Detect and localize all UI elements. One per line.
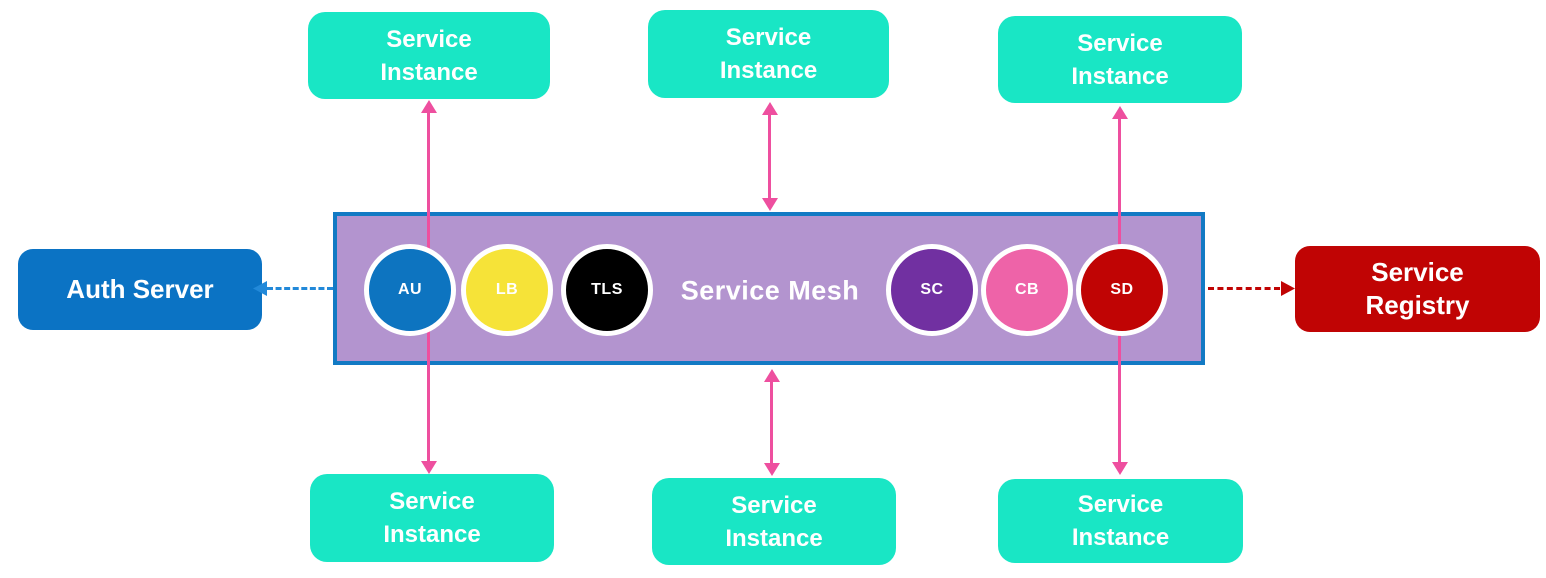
service-instance-label: Service Instance <box>719 24 818 84</box>
sidecar-label-sd: SD <box>1110 281 1134 298</box>
service-instance-bottom-2: Service Instance <box>652 478 896 565</box>
sidecar-label-cb: CB <box>1014 281 1040 298</box>
service-registry-box: Service Registry <box>1295 246 1540 332</box>
service-instance-bottom-1: Service Instance <box>310 474 554 562</box>
arrowhead-down-left <box>421 461 437 474</box>
auth-dashed-line <box>267 287 333 290</box>
auth-server-label: Auth Server <box>66 274 214 304</box>
service-instance-label: Service Instance <box>725 491 823 552</box>
arrowhead-down-middle-top <box>762 198 778 211</box>
connector-middle-bottom-vertical <box>770 380 773 465</box>
registry-dashed-line <box>1208 287 1280 290</box>
service-instance-label: Service Instance <box>383 488 481 548</box>
arrowhead-down-middle-bottom <box>764 463 780 476</box>
auth-server-box: Auth Server <box>18 249 262 330</box>
service-registry-label: Service Registry <box>1365 257 1470 320</box>
service-instance-top-3: Service Instance <box>998 16 1242 103</box>
sidecar-circle-au: AU <box>364 244 456 336</box>
sidecar-circle-cb: CB <box>981 244 1073 336</box>
service-instance-top-1: Service Instance <box>308 12 550 99</box>
sidecar-circle-sc: SC <box>886 244 978 336</box>
connector-middle-top-vertical <box>768 113 771 201</box>
sidecar-circle-lb: LB <box>461 244 553 336</box>
service-instance-label: Service Instance <box>1071 29 1169 90</box>
sidecar-circle-tls: TLS <box>561 244 653 336</box>
service-instance-top-2: Service Instance <box>648 10 889 98</box>
service-mesh-label: Service Mesh <box>680 275 860 306</box>
sidecar-circle-sd: SD <box>1076 244 1168 336</box>
service-instance-label: Service Instance <box>1071 491 1170 551</box>
sidecar-label-lb: LB <box>495 281 519 298</box>
sidecar-label-sc: SC <box>920 281 944 298</box>
sidecar-label-tls: TLS <box>591 281 623 298</box>
registry-arrowhead-right <box>1281 281 1295 296</box>
arrowhead-down-right <box>1112 462 1128 475</box>
sidecar-label-au: AU <box>397 281 423 298</box>
service-instance-bottom-3: Service Instance <box>998 479 1243 563</box>
service-instance-label: Service Instance <box>380 25 478 86</box>
